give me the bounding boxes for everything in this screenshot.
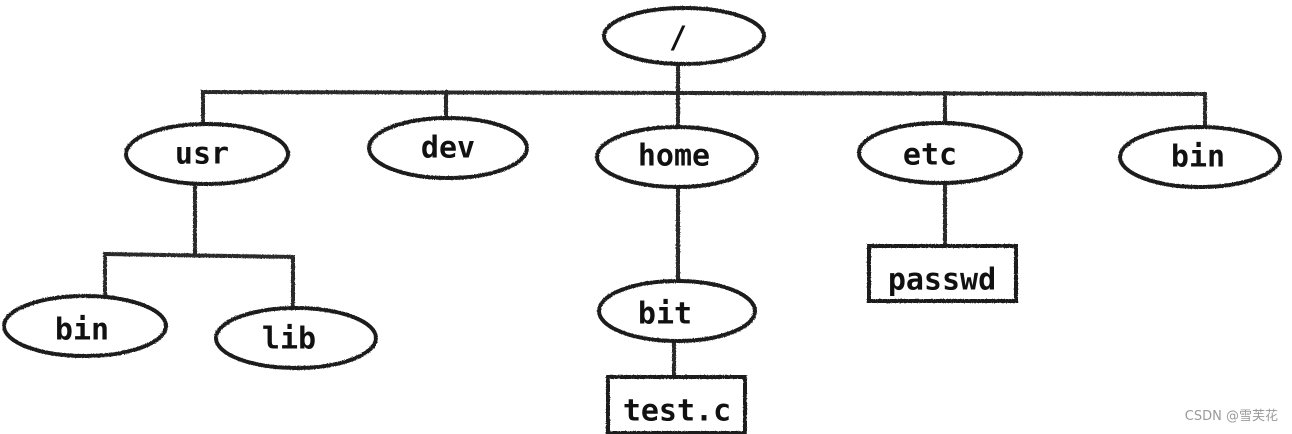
node-bin-top: bin <box>1118 125 1282 189</box>
node-usr: usr <box>124 122 290 186</box>
node-dev: dev <box>367 116 529 180</box>
edge-usr-bus <box>102 251 296 260</box>
watermark: CSDN @雪芙花 <box>1184 409 1278 424</box>
node-label-usr-bin: bin <box>55 313 109 348</box>
node-label-etc-passwd: passwd <box>888 263 996 298</box>
tree-edges <box>102 60 1208 380</box>
node-home: home <box>595 125 759 189</box>
node-home-bit: bit <box>597 279 757 343</box>
node-label-dev: dev <box>421 131 475 166</box>
node-label-usr-lib: lib <box>262 322 316 357</box>
node-root: / <box>602 6 766 66</box>
node-label-bin-top: bin <box>1171 140 1225 175</box>
node-usr-lib: lib <box>214 306 378 370</box>
node-label-etc: etc <box>903 138 957 173</box>
edge-top-bus <box>200 89 1208 97</box>
node-label-usr: usr <box>175 137 229 172</box>
node-label-root: / <box>669 21 687 56</box>
node-label-bit-test: test.c <box>623 394 731 429</box>
node-etc-passwd: passwd <box>867 244 1018 303</box>
node-etc: etc <box>857 121 1023 185</box>
node-label-home-bit: bit <box>638 297 692 332</box>
node-label-home: home <box>638 139 710 174</box>
node-bit-test: test.c <box>606 375 747 434</box>
node-usr-bin: bin <box>2 294 168 358</box>
